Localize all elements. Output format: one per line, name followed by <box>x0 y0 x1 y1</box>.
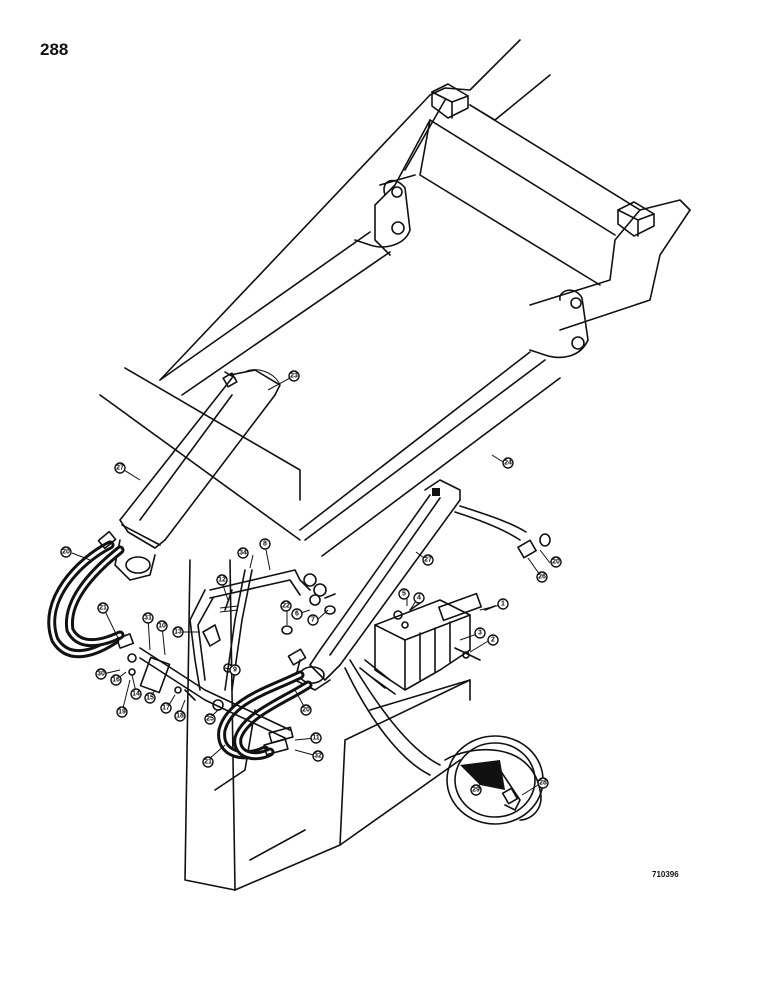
callout-4: 4 <box>413 592 425 604</box>
svg-text:23: 23 <box>290 373 298 380</box>
svg-text:34: 34 <box>239 550 247 557</box>
svg-text:28: 28 <box>539 780 547 787</box>
callout-13: 13 <box>172 626 184 638</box>
svg-text:17: 17 <box>162 705 170 712</box>
svg-text:3: 3 <box>478 630 482 637</box>
svg-text:12: 12 <box>218 577 226 584</box>
svg-text:20: 20 <box>552 559 560 566</box>
callout-3: 3 <box>474 627 486 639</box>
callout-8-top: 8 <box>259 538 271 550</box>
svg-text:13: 13 <box>174 629 182 636</box>
svg-text:21: 21 <box>99 605 107 612</box>
callout-22: 22 <box>280 600 292 612</box>
callout-2: 2 <box>487 634 499 646</box>
loader-arms <box>159 231 561 557</box>
callout-17: 17 <box>160 702 172 714</box>
svg-text:21: 21 <box>204 759 212 766</box>
svg-text:14: 14 <box>132 691 140 698</box>
hydraulic-hoses <box>47 540 441 776</box>
svg-text:4: 4 <box>417 595 421 602</box>
svg-text:16: 16 <box>112 677 120 684</box>
callout-29: 29 <box>470 784 482 796</box>
callout-5: 5 <box>398 588 410 600</box>
callout-6: 6 <box>291 608 303 620</box>
left-lift-cylinder <box>114 369 281 581</box>
tractor-body <box>99 367 471 891</box>
callout-14: 14 <box>130 688 142 700</box>
callout-9: 9 <box>229 664 241 676</box>
svg-text:20: 20 <box>62 549 70 556</box>
callout-7: 7 <box>307 614 319 626</box>
callout-21-bottom: 21 <box>202 756 214 768</box>
svg-text:11: 11 <box>312 735 320 742</box>
callout-30: 30 <box>95 668 107 680</box>
callout-32: 32 <box>312 750 324 762</box>
svg-text:7: 7 <box>311 617 315 624</box>
page-number: 288 <box>40 40 69 59</box>
svg-text:31: 31 <box>144 615 152 622</box>
callout-31: 31 <box>142 612 154 624</box>
svg-text:1: 1 <box>501 601 505 608</box>
svg-text:10: 10 <box>158 623 166 630</box>
svg-text:9: 9 <box>233 667 237 674</box>
svg-text:27: 27 <box>116 465 124 472</box>
fittings <box>97 505 551 756</box>
svg-text:29: 29 <box>472 787 480 794</box>
callout-34: 34 <box>237 547 249 559</box>
svg-text:18: 18 <box>176 713 184 720</box>
callout-20-bottom: 20 <box>300 704 312 716</box>
control-valve <box>359 592 496 695</box>
callout-18: 18 <box>174 710 186 722</box>
figure-code: 710396 <box>652 870 679 879</box>
callout-21-top: 21 <box>97 602 109 614</box>
loader-frame <box>159 39 691 381</box>
svg-text:20: 20 <box>302 707 310 714</box>
callout-24: 24 <box>502 457 514 469</box>
svg-text:30: 30 <box>97 671 105 678</box>
svg-text:8: 8 <box>263 541 267 548</box>
svg-text:19: 19 <box>118 709 126 716</box>
callout-1: 1 <box>497 598 509 610</box>
svg-text:27: 27 <box>424 557 432 564</box>
svg-text:25: 25 <box>206 716 214 723</box>
callout-10: 10 <box>156 620 168 632</box>
callout-11: 11 <box>310 732 322 744</box>
svg-text:5: 5 <box>402 591 406 598</box>
callout-23-top: 23 <box>288 370 300 382</box>
svg-text:32: 32 <box>314 753 322 760</box>
callout-15: 15 <box>144 692 156 704</box>
callout-28: 28 <box>537 777 549 789</box>
svg-text:15: 15 <box>146 695 154 702</box>
callout-25: 25 <box>204 713 216 725</box>
hose-coil-detail <box>444 735 544 825</box>
svg-text:2: 2 <box>491 637 495 644</box>
svg-text:22: 22 <box>282 603 290 610</box>
svg-text:24: 24 <box>504 460 512 467</box>
callout-27-right: 27 <box>422 554 434 566</box>
callout-16: 16 <box>110 674 122 686</box>
svg-text:6: 6 <box>295 611 299 618</box>
callout-26: 26 <box>536 571 548 583</box>
callout-20-left: 20 <box>60 546 72 558</box>
callout-12: 12 <box>216 574 228 586</box>
svg-text:26: 26 <box>538 574 546 581</box>
callout-27-left: 27 <box>114 462 126 474</box>
callout-20-right: 20 <box>550 556 562 568</box>
callout-19: 19 <box>116 706 128 718</box>
